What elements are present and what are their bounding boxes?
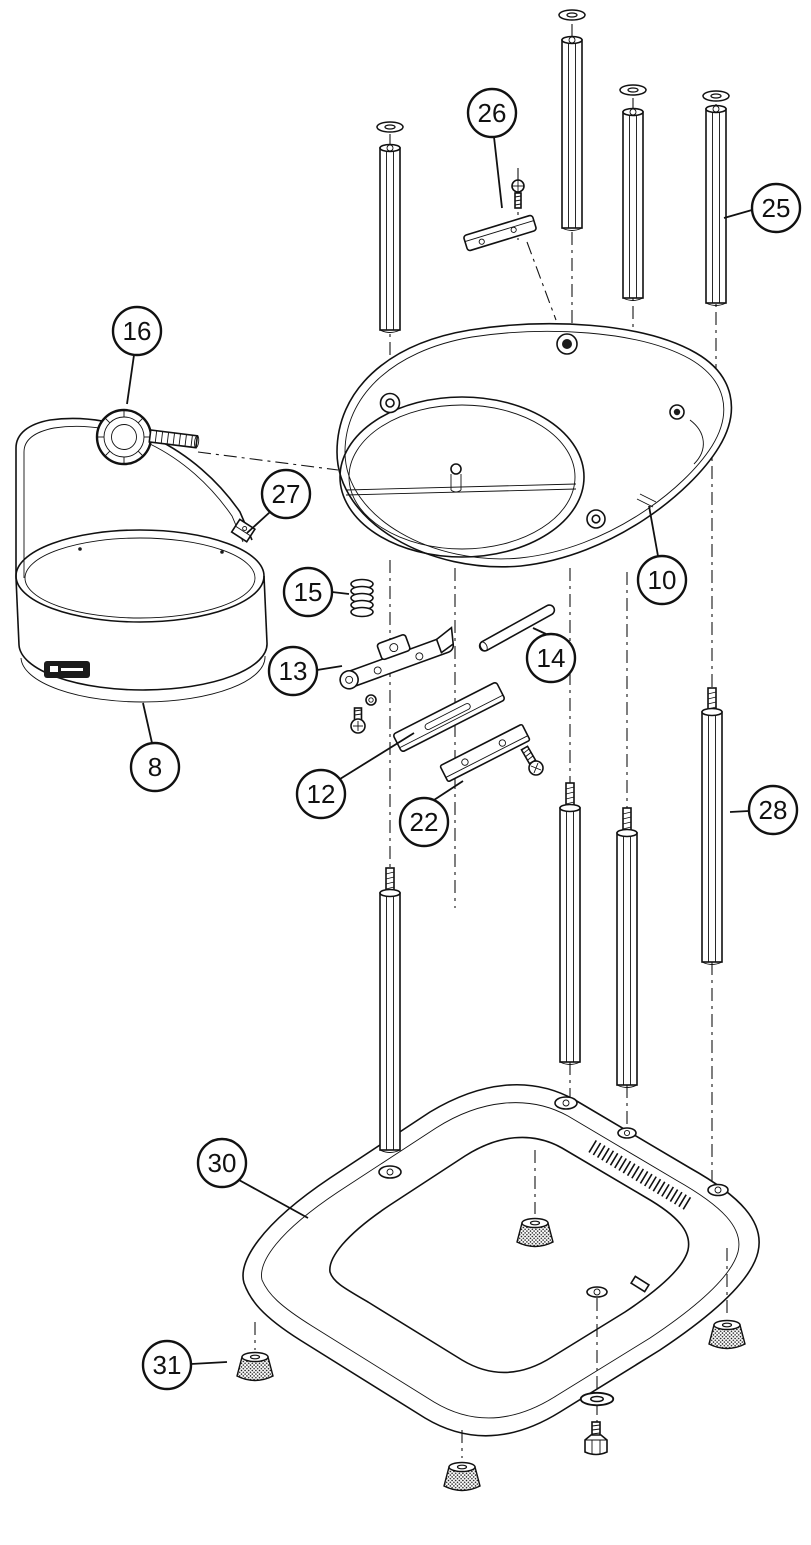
callout-10: 10 [636, 505, 688, 606]
hex-post-lower-center [559, 782, 581, 1065]
callout-15: 15 [282, 566, 350, 618]
washer-top-1 [558, 9, 586, 21]
washer-top-3 [619, 84, 647, 96]
rubber-foot-left [236, 1351, 274, 1382]
hex-post-lower-mid-right [616, 807, 638, 1088]
hex-post-upper-center [561, 35, 583, 231]
hex-post-upper-left [379, 143, 401, 333]
callout-27: 27 [246, 468, 312, 534]
washer-top-4 [702, 90, 730, 102]
callout-28: 28 [729, 784, 799, 836]
callout-22: 22 [398, 780, 464, 848]
retainer-screw [520, 745, 544, 776]
part-slicing-blade [393, 681, 505, 753]
rubber-foot-right [708, 1319, 746, 1350]
callout-27-label: 27 [272, 479, 301, 509]
part-bracket-screw [463, 179, 537, 252]
part-base [242, 1084, 760, 1437]
callout-8: 8 [129, 702, 181, 793]
callout-22-label: 22 [410, 807, 439, 837]
center-hole [450, 463, 462, 475]
rubber-foot-bottom [443, 1461, 481, 1492]
carrier-screw [350, 707, 366, 734]
base-clip [629, 1275, 651, 1293]
callout-25-label: 25 [762, 193, 791, 223]
callout-16: 16 [111, 305, 163, 405]
callout-30-label: 30 [208, 1148, 237, 1178]
rim-clamp [230, 518, 257, 543]
callout-31: 31 [141, 1339, 228, 1391]
callout-14: 14 [525, 627, 577, 684]
part-blade-retainer [439, 723, 544, 783]
part-spring [350, 578, 374, 618]
knob-grip-ridges [98, 411, 150, 463]
knob-threaded-shaft [148, 429, 200, 449]
hex-post-lower-right [701, 687, 723, 965]
rubber-foot-top [516, 1217, 554, 1248]
bottom-washer [579, 1391, 615, 1407]
callout-26-label: 26 [478, 98, 507, 128]
callout-28-label: 28 [759, 795, 788, 825]
bracket-screw [511, 179, 525, 209]
callout-15-label: 15 [294, 577, 323, 607]
callout-13-label: 13 [279, 656, 308, 686]
carrier-nut [365, 694, 377, 706]
callout-10-label: 10 [648, 565, 677, 595]
centerlines-lower [254, 1150, 728, 1458]
part-blade-carrier [339, 626, 455, 734]
bottom-hex-bolt [584, 1421, 608, 1456]
hex-post-upper-mid-right [622, 107, 644, 301]
hex-post-upper-right [705, 104, 727, 306]
part-clamp-knob [95, 408, 200, 466]
callout-14-label: 14 [537, 643, 566, 673]
callout-13: 13 [267, 645, 343, 697]
part-platter-table [336, 322, 733, 568]
callout-12-label: 12 [307, 779, 336, 809]
part-pivot-pin [478, 604, 556, 652]
hex-post-lower-left [379, 867, 401, 1153]
part-bowl-guard [15, 417, 268, 703]
grip-texture-band [588, 1140, 692, 1210]
callout-8-label: 8 [148, 752, 162, 782]
callout-26: 26 [466, 87, 518, 209]
callout-30: 30 [196, 1137, 309, 1219]
washer-top-2 [376, 121, 404, 133]
callout-16-label: 16 [123, 316, 152, 346]
callout-12: 12 [295, 732, 415, 820]
callout-25: 25 [723, 182, 802, 234]
bracket-plate [463, 214, 537, 252]
callout-31-label: 31 [153, 1350, 182, 1380]
